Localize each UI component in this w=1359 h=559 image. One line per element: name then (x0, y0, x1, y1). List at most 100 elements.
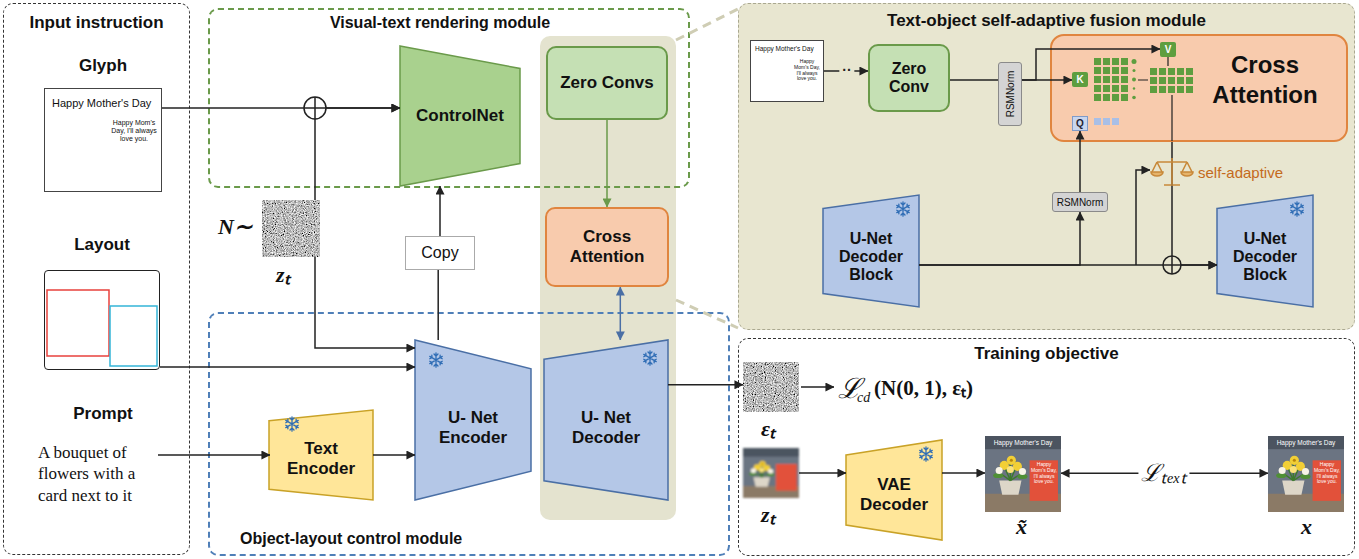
query-tokens (1094, 118, 1119, 125)
add-symbol (1163, 256, 1181, 274)
text-stack: U-Net Decoder Block (1217, 195, 1313, 307)
text-stack: U-Net Decoder Block (823, 195, 919, 307)
shaded-region (540, 36, 676, 520)
connector (1022, 49, 1160, 80)
connector (668, 384, 743, 386)
key-token: K (1072, 72, 1088, 87)
shape-fill (544, 340, 668, 500)
frozen-icon (920, 447, 932, 461)
latent-photo (743, 448, 799, 498)
connector (919, 264, 1217, 266)
attention-weights (1132, 59, 1137, 99)
text-stack: ControlNet (400, 46, 520, 186)
text-stack: K (1072, 72, 1088, 87)
noise-image (262, 200, 320, 257)
connector (160, 366, 415, 368)
input-heading: Layout (45, 235, 159, 255)
norm-box: RSMNorm (998, 62, 1022, 126)
shape-fill (269, 410, 373, 500)
encoder-block: Text Encoder (269, 410, 373, 500)
photo-text: Happy Mother's Day (985, 439, 1061, 446)
target-image: xHappy Mother's DayHappy Mom's Day, I'll… (1268, 436, 1344, 512)
target-photo (1268, 436, 1344, 512)
edge-label: ·· (839, 63, 854, 78)
node-text: U-Net Decoder Block (828, 230, 914, 284)
glyph-text: Happy Mother's Day (755, 45, 814, 52)
frozen-icon (1291, 202, 1303, 216)
zoom-line (676, 9, 738, 328)
shape-fill (846, 440, 942, 540)
node-text: V (1165, 44, 1172, 55)
glyph-text: Happy Mother's Day (52, 97, 151, 109)
node-text: Zero Convs (560, 73, 654, 93)
noise-image (743, 362, 799, 412)
node-text: U- Net Encoder (423, 408, 523, 448)
objective-panel: Training objectiveεₜ zₜ VAE Decoder x̃ Happy… (738, 338, 1355, 556)
connector (162, 107, 400, 109)
connector (606, 120, 608, 207)
text-stack: Copy (406, 237, 474, 269)
input-heading: Glyph (45, 56, 161, 76)
shape-fill (823, 195, 919, 307)
node-text: U-Net Decoder Block (1222, 230, 1308, 284)
module-title: Object-layout control module (240, 530, 462, 548)
layout-box-red (47, 290, 109, 356)
text-stack: Cross Attention (547, 209, 667, 285)
norm-box: RSMNorm (1052, 192, 1108, 212)
math-symbol: x̃ (1016, 514, 1027, 540)
decoder-block: U-Net Decoder Block (1217, 195, 1313, 307)
node-text: Q (1076, 118, 1084, 129)
text-stack: Text Encoder (269, 410, 373, 500)
text-stack: RSMNorm (1053, 193, 1107, 211)
math-symbol: zₜ (761, 498, 775, 528)
connector (437, 270, 439, 340)
connector (919, 212, 1080, 265)
input-heading: Prompt (44, 404, 162, 424)
text-stack: U- Net Encoder (415, 340, 531, 500)
add-symbol (304, 97, 326, 119)
panel-title: Text-object self-adaptive fusion module (739, 11, 1354, 31)
annotation: self-adaptive (1198, 164, 1283, 181)
module-box: Object-layout control module Text Encoder… (208, 312, 730, 556)
scale-icon (1151, 158, 1193, 185)
text-stack: V (1160, 42, 1176, 57)
node-text: Text Encoder (275, 439, 367, 479)
connector (315, 108, 400, 200)
attention-flow (1138, 57, 1172, 141)
connector (950, 79, 998, 81)
glyph-image: Happy Mother's DayHappy Mom's Day, I'll … (750, 40, 824, 102)
photo-text: Happy Mom's Day, I'll always love you. (1031, 462, 1057, 485)
math-symbol: x (1301, 514, 1312, 540)
frozen-icon (430, 353, 442, 367)
glyph-text: Happy Mom's Day, I'll always love you. (793, 59, 821, 82)
latent-image: zₜ (743, 448, 799, 498)
text-stack: Q (1073, 117, 1087, 130)
decoder-block: VAE Decoder (846, 440, 942, 540)
glyph-image: GlyphHappy Mother's DayHappy Mom's Day, … (44, 88, 162, 192)
output-photo (985, 436, 1061, 512)
connector (799, 472, 846, 474)
adaptive-branch (1136, 170, 1150, 265)
add-symbol (304, 97, 326, 119)
text-stack: Zero Conv (870, 46, 948, 110)
node-text: Copy (421, 244, 458, 262)
noise-latent: N∼zₜ (262, 200, 320, 257)
copy-box: Copy (405, 236, 475, 270)
text-stack: Zero Convs (548, 48, 666, 118)
noise-output: εₜ (743, 362, 799, 412)
zero-conv-box: Zero Conv (868, 44, 950, 112)
frozen-icon (897, 202, 909, 216)
connector (1172, 142, 1217, 265)
layout-image: Layout (44, 270, 160, 370)
node-text: U- Net Decoder (554, 408, 658, 448)
panel-title: Training objective (739, 344, 1354, 364)
cross-attention-box: Cross AttentionVKQ (1050, 34, 1348, 142)
encoder-block: U- Net Encoder (415, 340, 531, 500)
node-text: Cross Attention (551, 227, 663, 267)
frozen-icon (644, 351, 656, 365)
panel-title: Input instruction (4, 13, 189, 33)
math-symbol: (N(0, 1), εₜ) (874, 373, 973, 401)
cross-attention-box: Cross Attention (545, 207, 669, 287)
glyph-text: Happy Mom's Day, I'll always love you. (111, 119, 157, 143)
